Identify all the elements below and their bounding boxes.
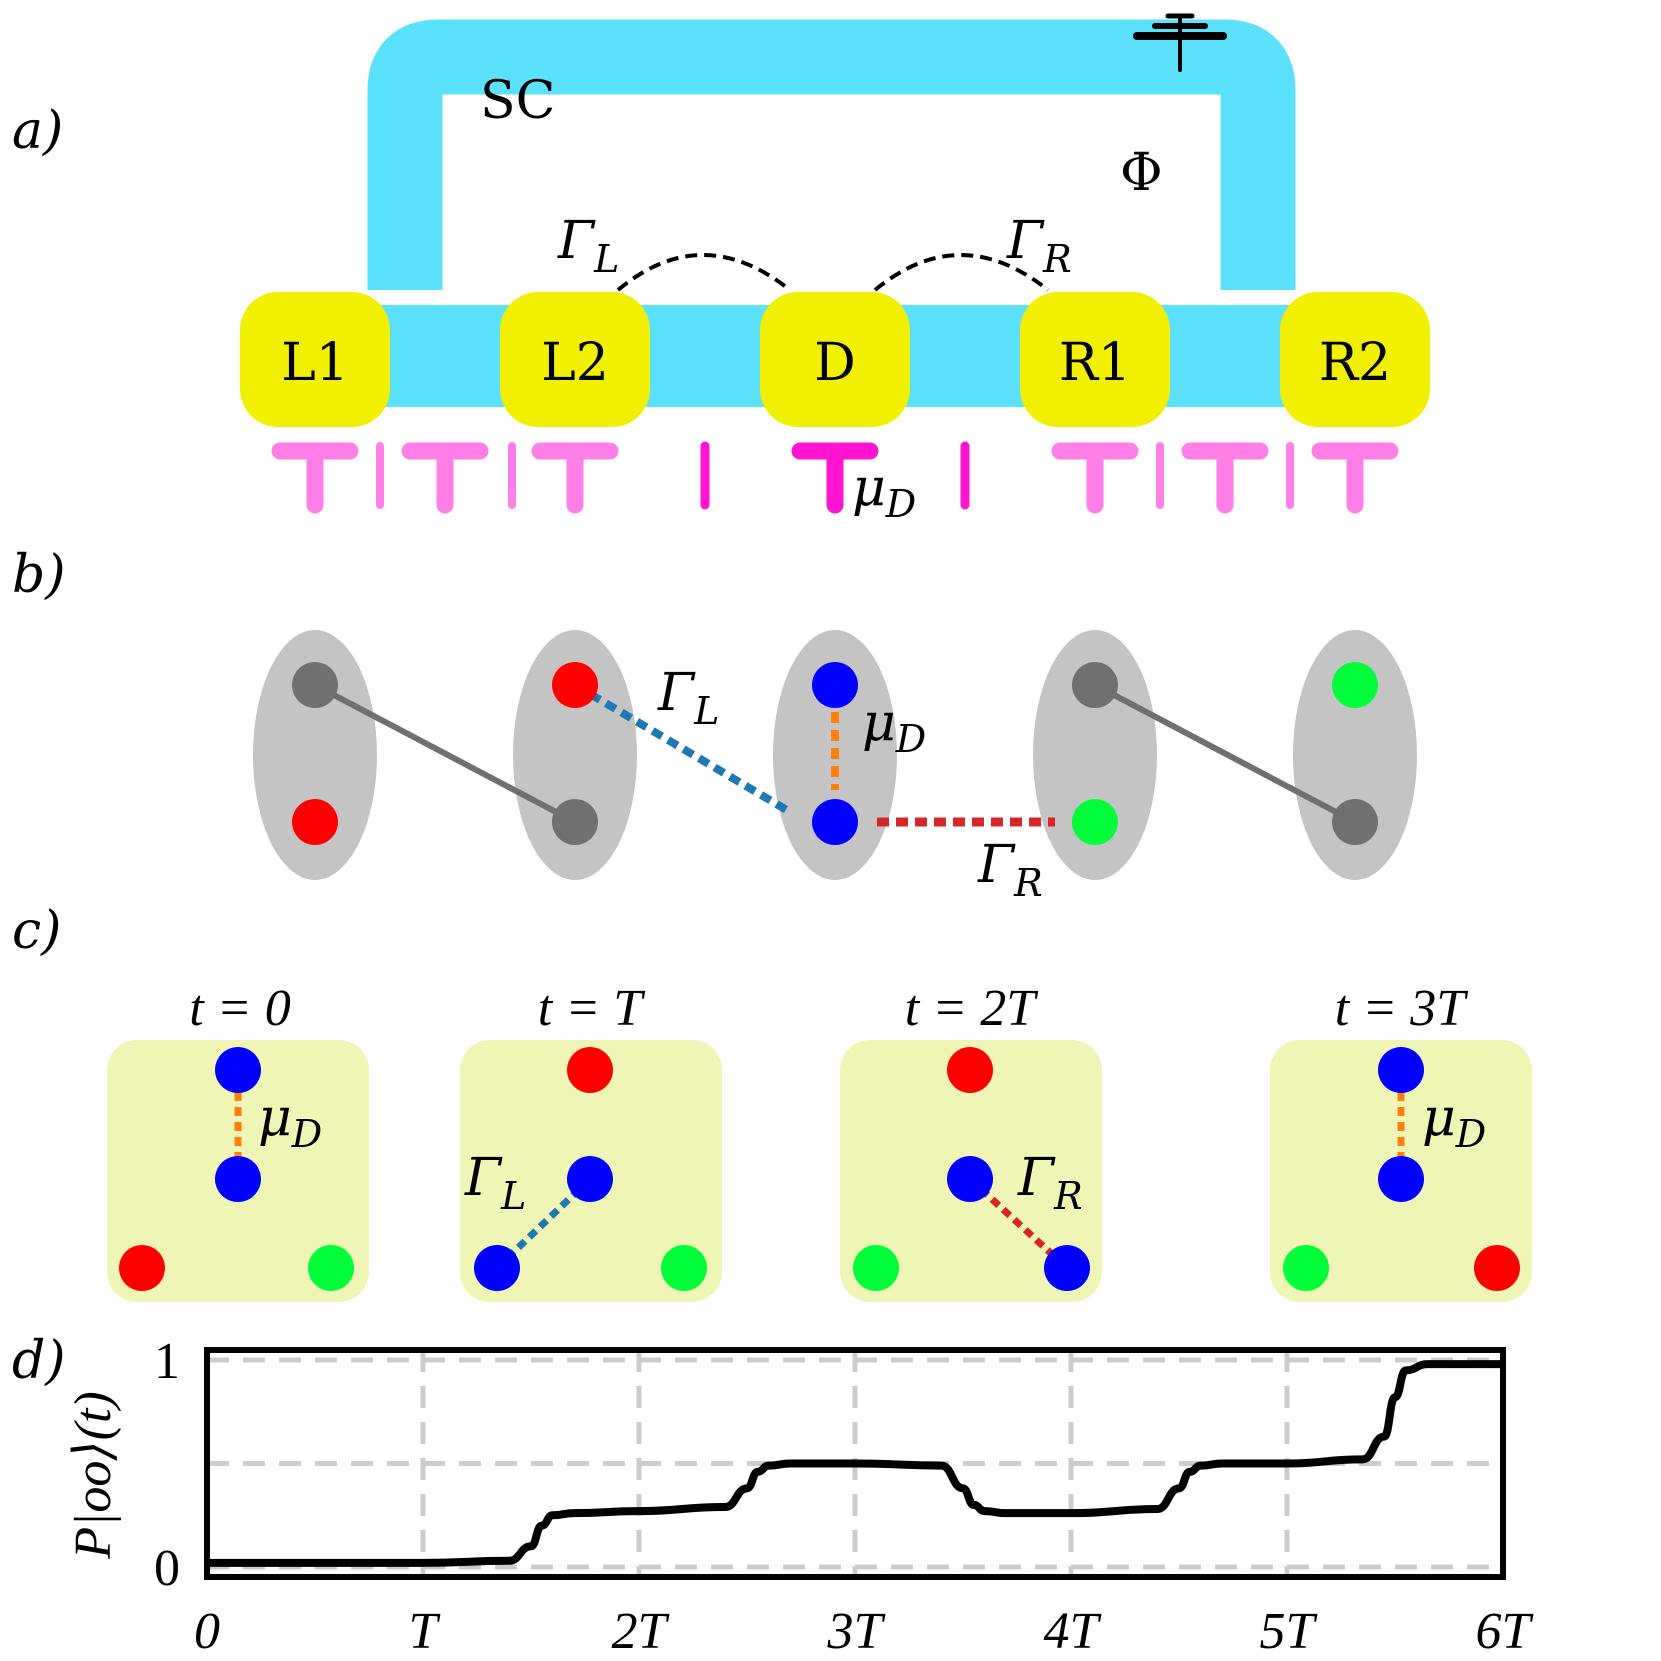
mode-green xyxy=(1072,799,1118,845)
gamma-r-label: ΓR xyxy=(1006,211,1072,281)
ellipse-r1 xyxy=(1033,630,1157,880)
y-axis-label: P|oo⟩(t) xyxy=(65,1391,122,1559)
x-tick-label: 2T xyxy=(612,1603,670,1660)
mu-d-label: μD xyxy=(258,1088,322,1156)
mode-green xyxy=(1332,662,1378,708)
panel-a-label: a) xyxy=(12,101,63,161)
gamma-r-label: ΓR xyxy=(977,835,1043,905)
bond-right xyxy=(1093,682,1357,825)
mode-blue xyxy=(947,1156,993,1202)
mode-gray xyxy=(1072,662,1118,708)
y-tick-labels: 01 xyxy=(154,1333,180,1597)
mode-green xyxy=(1283,1245,1329,1291)
panel-b: b) ΓL μD ΓR xyxy=(12,545,1417,905)
mode-blue xyxy=(1378,1156,1424,1202)
series-line xyxy=(207,1360,1503,1567)
dot-label-l2: L2 xyxy=(541,333,609,393)
mu-d-label: μD xyxy=(852,458,916,526)
frame-title: t = T xyxy=(538,980,646,1037)
dot-r2 xyxy=(1280,292,1430,427)
dot-label-r2: R2 xyxy=(1319,333,1391,393)
x-tick-label: 4T xyxy=(1044,1603,1102,1660)
panel-c: c) t = 0 t = T t = 2T t = 3T μD ΓL xyxy=(12,901,1532,1302)
mode-blue xyxy=(567,1156,613,1202)
frame-title: t = 2T xyxy=(905,980,1039,1037)
majorana-modes xyxy=(292,662,1378,845)
frame-title: t = 3T xyxy=(1335,980,1469,1037)
dot-label-d: D xyxy=(814,333,856,393)
tunnel-arc-left xyxy=(616,253,792,292)
dot-label-l1: L1 xyxy=(281,333,349,393)
x-tick-label: 6T xyxy=(1476,1603,1534,1660)
plot-frame xyxy=(204,1347,1506,1580)
mode-red xyxy=(1474,1245,1520,1291)
dot-l2 xyxy=(500,292,650,427)
mode-green xyxy=(308,1245,354,1291)
tunnel-arc-right xyxy=(873,253,1050,292)
quantum-dots: L1 L2 D R1 R2 xyxy=(240,292,1430,427)
ellipse-l1 xyxy=(253,630,377,880)
mode-blue xyxy=(812,662,858,708)
mode-red xyxy=(119,1245,165,1291)
panel-c-label: c) xyxy=(12,901,61,961)
frame-titles: t = 0 t = T t = 2T t = 3T xyxy=(189,980,1468,1037)
gamma-l-label: ΓL xyxy=(464,1148,526,1218)
mode-red xyxy=(292,799,338,845)
gamma-r-label: ΓR xyxy=(1017,1148,1083,1218)
mode-red xyxy=(947,1047,993,1093)
gamma-l-label: ΓL xyxy=(657,663,719,733)
ellipse-r2 xyxy=(1293,630,1417,880)
gamma-l-label: ΓL xyxy=(557,211,619,281)
mode-red xyxy=(552,662,598,708)
panel-a: a) SC Φ ΓL ΓR L1 L2 D xyxy=(12,13,1430,526)
x-tick-label: 0 xyxy=(194,1603,220,1660)
ground-icon xyxy=(1133,13,1227,72)
y-tick-label: 1 xyxy=(154,1333,180,1390)
mode-red xyxy=(567,1047,613,1093)
site-ellipses xyxy=(253,630,1417,880)
mode-blue xyxy=(812,799,858,845)
x-tick-labels: 0 T 2T 3T 4T 5T 6T xyxy=(194,1603,1534,1660)
dot-r1 xyxy=(1020,292,1170,427)
y-tick-label: 0 xyxy=(154,1540,180,1597)
x-tick-label: T xyxy=(409,1603,441,1660)
mode-gray xyxy=(1332,799,1378,845)
dot-d xyxy=(760,292,910,427)
mu-d-label: μD xyxy=(862,693,926,761)
gate-electrodes xyxy=(271,441,1399,514)
dot-label-r1: R1 xyxy=(1059,333,1131,393)
mu-d-label: μD xyxy=(1422,1088,1486,1156)
mode-green xyxy=(853,1245,899,1291)
panel-d-label: d) xyxy=(12,1331,66,1391)
mode-blue xyxy=(1378,1047,1424,1093)
flux-label: Φ xyxy=(1120,143,1163,203)
x-tick-label: 5T xyxy=(1260,1603,1318,1660)
mode-blue xyxy=(474,1245,520,1291)
mode-blue xyxy=(215,1047,261,1093)
panel-b-label: b) xyxy=(12,545,66,605)
mode-blue xyxy=(215,1156,261,1202)
mode-gray xyxy=(292,662,338,708)
ellipse-l2 xyxy=(513,630,637,880)
x-tick-label: 3T xyxy=(827,1603,886,1660)
mode-blue xyxy=(1044,1245,1090,1291)
mode-gray xyxy=(552,799,598,845)
mode-green xyxy=(661,1245,707,1291)
frame-title: t = 0 xyxy=(189,980,291,1037)
dot-l1 xyxy=(240,292,390,427)
coupling-gamma-l xyxy=(572,681,793,816)
sc-frame xyxy=(367,19,1296,290)
bond-left xyxy=(313,682,577,825)
sc-label: SC xyxy=(480,71,555,131)
